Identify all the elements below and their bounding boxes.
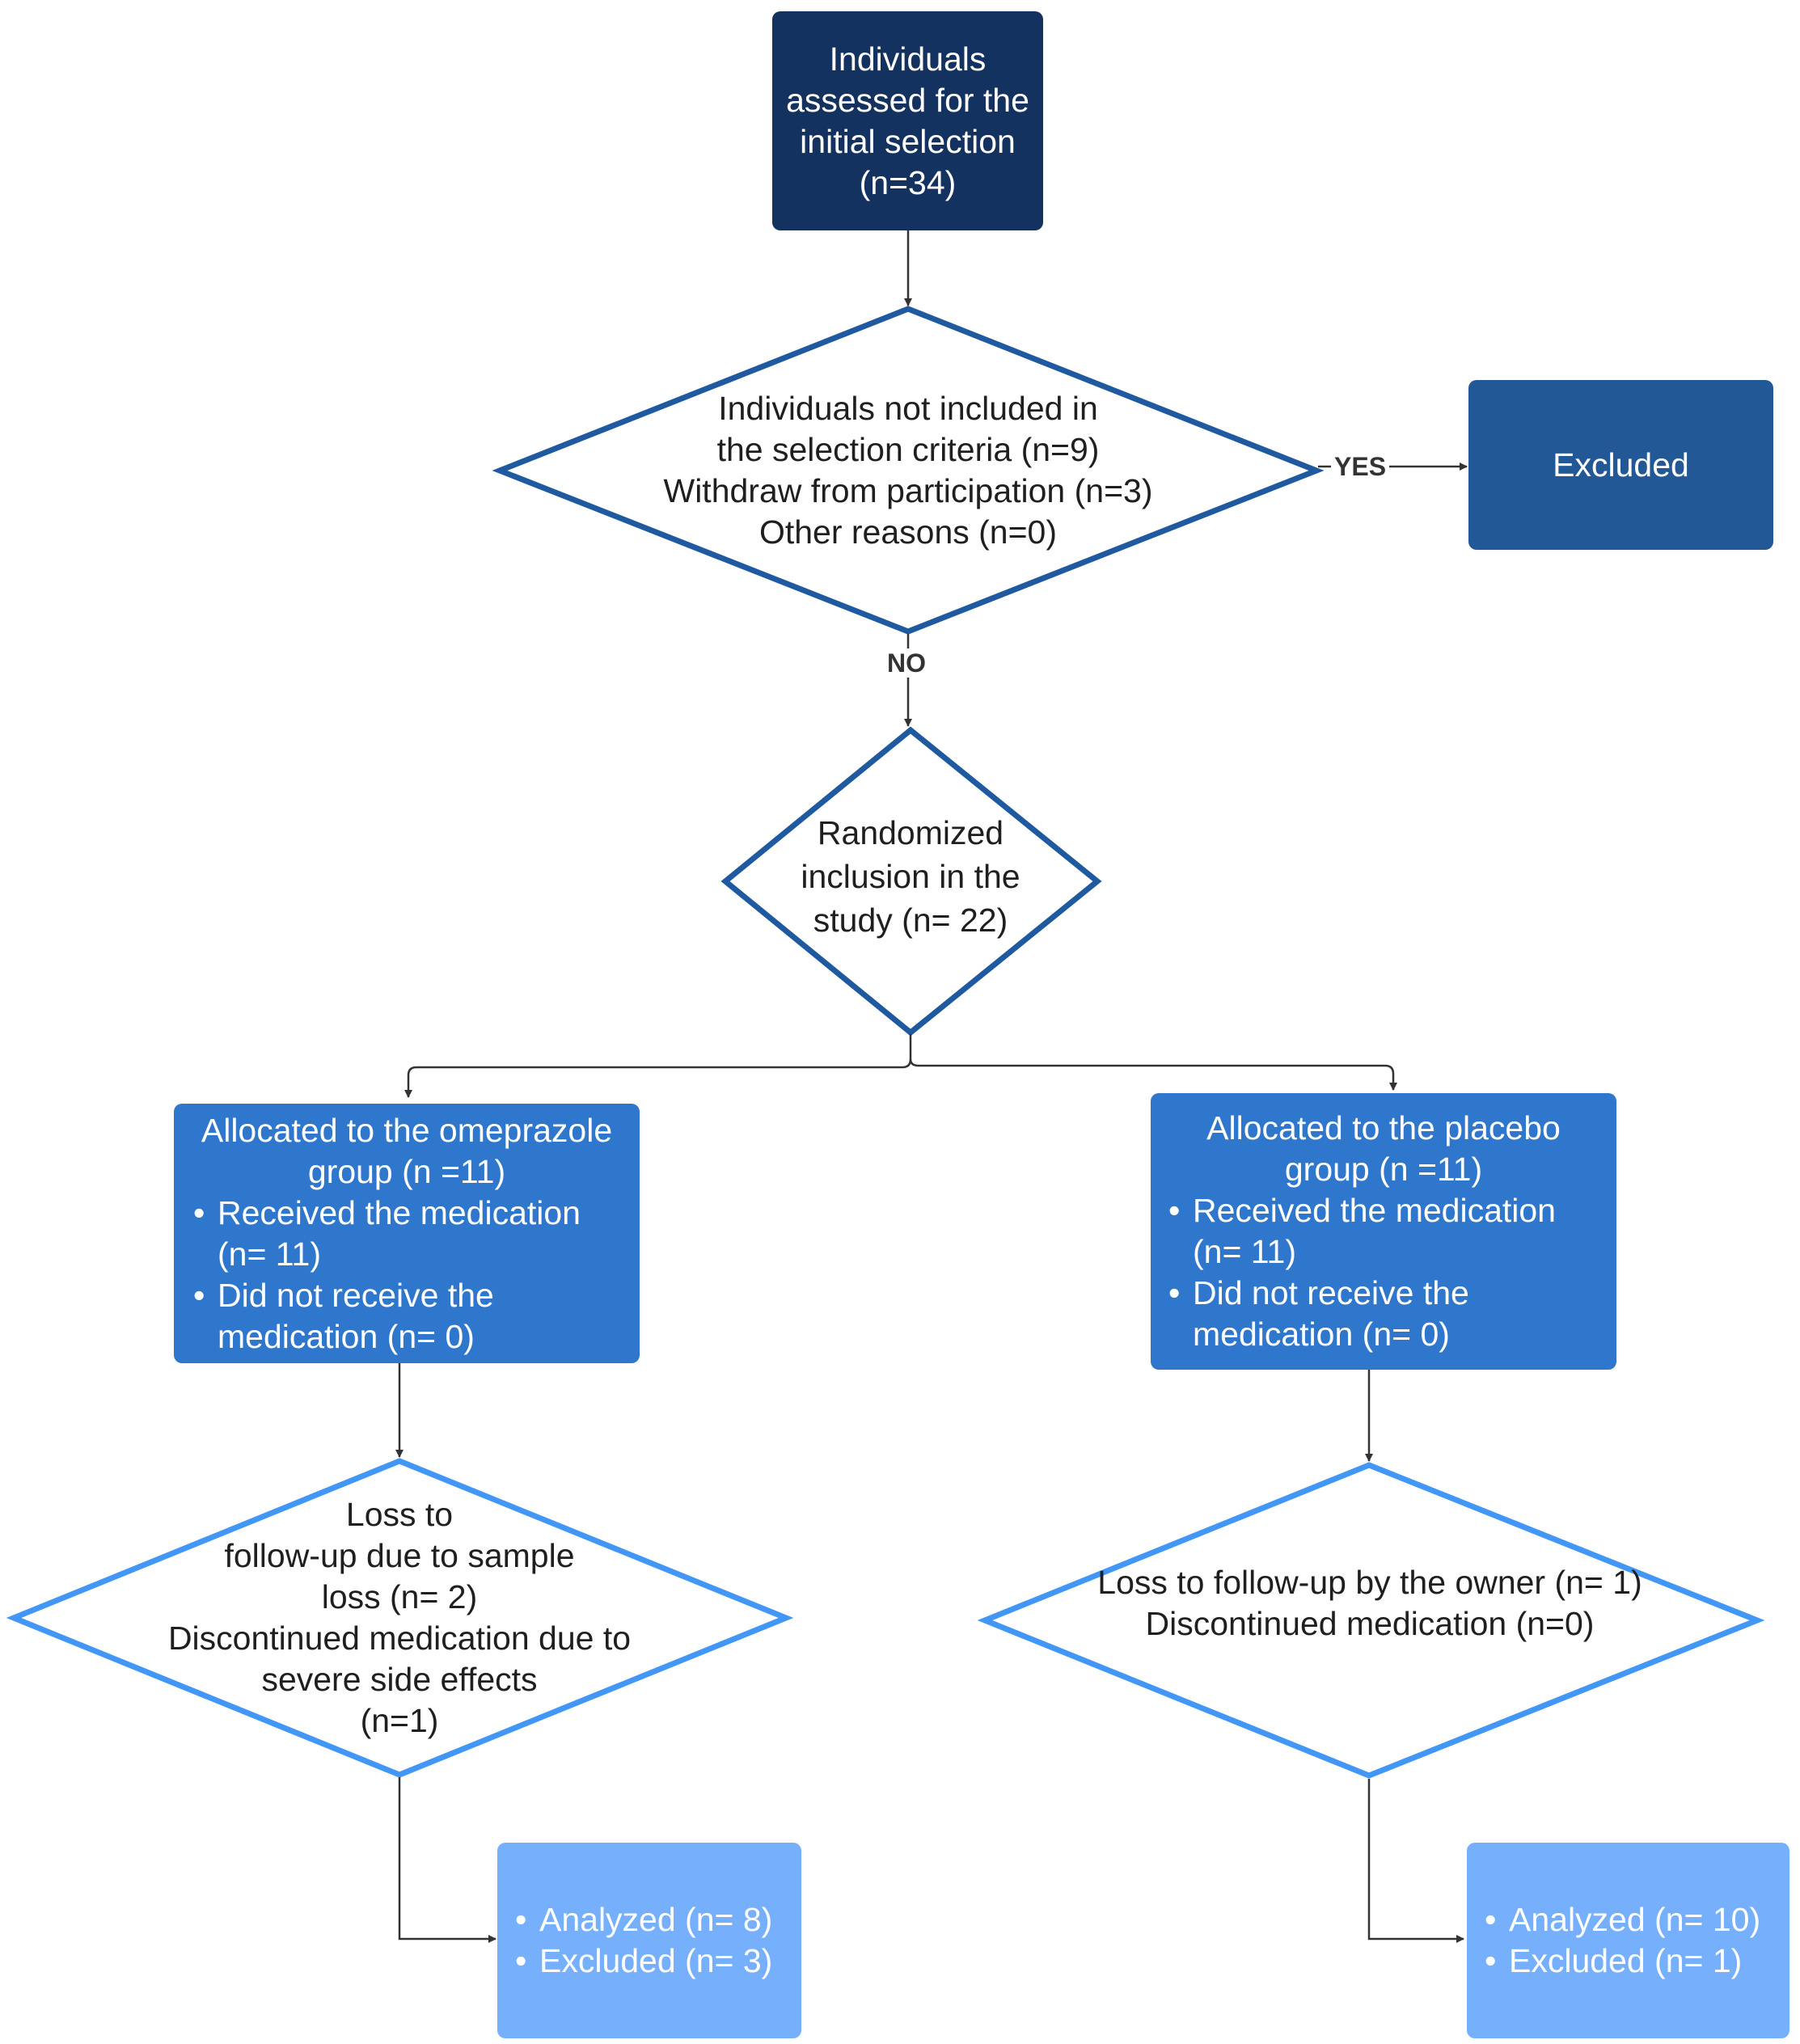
connector-randomized-to-omeprazole <box>404 1034 912 1098</box>
node-assessed-line: assessed for the <box>786 81 1029 119</box>
diamond-not-included <box>492 306 1325 635</box>
connector-loss-to-result-omeprazole <box>398 1777 496 1943</box>
omeprazole-bullet-received: • Received the medication (n= 11) <box>193 1193 640 1275</box>
not-included-line: the selection criteria (n=9) <box>716 431 1100 468</box>
bullet-text: Excluded (n= 3) <box>539 1942 773 1979</box>
loss-omeprazole-line: Discontinued medication due to <box>167 1620 632 1657</box>
bullet-text: Did not receive the <box>218 1276 494 1314</box>
node-loss-placebo-text: Loss to follow-up by the owner (n= 1) Di… <box>1043 1559 1696 1648</box>
node-assessed-line: initial selection <box>800 122 1016 160</box>
placebo-bullet-received: • Received the medication (n= 11) <box>1168 1190 1616 1273</box>
edge-label-no: NO <box>884 648 929 678</box>
loss-omeprazole-line: Loss to <box>345 1496 454 1533</box>
node-result-placebo: • Analyzed (n= 10) • Excluded (n= 1) <box>1467 1843 1789 2038</box>
result-placebo-excluded: • Excluded (n= 1) <box>1485 1941 1789 1982</box>
bullet-text: (n= 11) <box>218 1235 322 1273</box>
bullet-text: Excluded (n= 1) <box>1509 1942 1743 1979</box>
bullet-icon: • <box>1485 1942 1497 1979</box>
omeprazole-title-line: group (n =11) <box>307 1152 506 1190</box>
bullet-text: Analyzed (n= 10) <box>1509 1901 1761 1938</box>
diamond-randomized <box>720 726 1102 1037</box>
randomized-line: study (n= 22) <box>813 902 1008 939</box>
not-included-line: Individuals not included in <box>718 390 1098 427</box>
connector-randomized-to-placebo <box>909 1058 1397 1091</box>
node-placebo-allocation: Allocated to the placebo group (n =11) •… <box>1151 1093 1616 1370</box>
node-assessed: Individuals assessed for the initial sel… <box>772 11 1043 230</box>
bullet-icon: • <box>1168 1274 1181 1311</box>
node-assessed-line: (n=34) <box>859 163 957 201</box>
connector-loss-to-result-placebo <box>1367 1779 1464 1943</box>
node-excluded-label: Excluded <box>1553 446 1689 484</box>
diamond-loss-placebo <box>977 1462 1765 1779</box>
loss-omeprazole-line: severe side effects <box>261 1661 538 1698</box>
bullet-text: Did not receive the <box>1193 1274 1469 1311</box>
loss-placebo-line: Discontinued medication (n=0) <box>1145 1605 1595 1642</box>
node-omeprazole-allocation: Allocated to the omeprazole group (n =11… <box>174 1104 640 1363</box>
loss-omeprazole-line: follow-up due to sample <box>224 1537 575 1574</box>
node-loss-omeprazole-text: Loss to follow-up due to sample loss (n=… <box>97 1493 702 1743</box>
bullet-icon: • <box>1485 1901 1497 1938</box>
bullet-icon: • <box>515 1942 527 1979</box>
bullet-icon: • <box>1168 1192 1181 1229</box>
node-assessed-line: Individuals <box>829 40 987 78</box>
placebo-bullet-not-received: • Did not receive the medication (n= 0) <box>1168 1273 1616 1355</box>
bullet-text: Received the medication <box>1193 1192 1556 1229</box>
loss-placebo-line: Loss to follow-up by the owner (n= 1) <box>1097 1564 1642 1601</box>
randomized-line: inclusion in the <box>801 858 1020 895</box>
node-randomized-text: Randomized inclusion in the study (n= 22… <box>757 804 1064 949</box>
result-omeprazole-analyzed: • Analyzed (n= 8) <box>515 1899 801 1941</box>
placebo-title-line: group (n =11) <box>1284 1151 1483 1188</box>
bullet-text: Analyzed (n= 8) <box>539 1901 773 1938</box>
bullet-text: (n= 11) <box>1193 1233 1297 1270</box>
loss-omeprazole-line: loss (n= 2) <box>321 1578 478 1615</box>
node-not-included-text: Individuals not included in the selectio… <box>581 380 1236 561</box>
diamond-loss-omeprazole <box>6 1458 794 1778</box>
randomized-line: Randomized <box>817 814 1004 851</box>
node-result-omeprazole: • Analyzed (n= 8) • Excluded (n= 3) <box>497 1843 801 2038</box>
omeprazole-bullet-not-received: • Did not receive the medication (n= 0) <box>193 1275 640 1358</box>
not-included-line: Other reasons (n=0) <box>758 513 1058 551</box>
bullet-text: medication (n= 0) <box>218 1317 475 1355</box>
result-placebo-analyzed: • Analyzed (n= 10) <box>1485 1899 1789 1941</box>
bullet-text: medication (n= 0) <box>1193 1316 1450 1353</box>
bullet-icon: • <box>193 1276 205 1314</box>
edge-label-yes: YES <box>1331 452 1390 481</box>
node-excluded: Excluded <box>1468 380 1773 550</box>
omeprazole-title-line: Allocated to the omeprazole <box>201 1111 613 1149</box>
result-omeprazole-excluded: • Excluded (n= 3) <box>515 1941 801 1982</box>
bullet-icon: • <box>193 1193 205 1231</box>
loss-omeprazole-line: (n=1) <box>360 1702 439 1739</box>
bullet-text: Received the medication <box>218 1193 581 1231</box>
bullet-icon: • <box>515 1901 527 1938</box>
placebo-title-line: Allocated to the placebo <box>1206 1109 1561 1147</box>
not-included-line: Withdraw from participation (n=3) <box>663 472 1153 509</box>
